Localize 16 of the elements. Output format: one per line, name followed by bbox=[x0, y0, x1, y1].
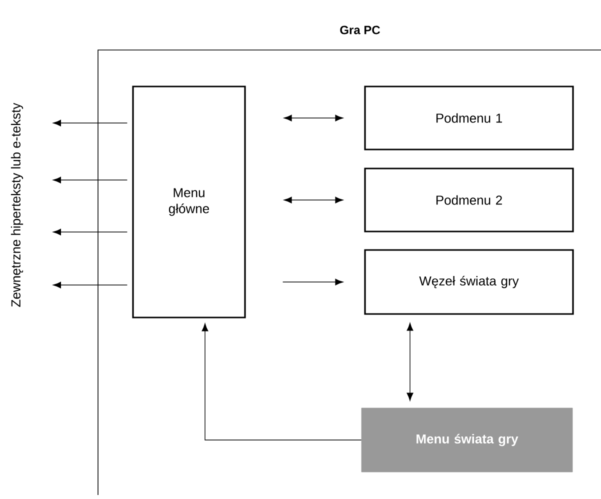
arrow bbox=[53, 228, 128, 236]
menu-box: Menu główne bbox=[132, 86, 246, 318]
arrow bbox=[53, 120, 128, 126]
arrow bbox=[53, 176, 128, 184]
arrow bbox=[202, 323, 362, 440]
menu-box: Węzeł świata gry bbox=[364, 249, 574, 315]
side-label: Zewnętrzne hiperteksty lub e-teksty bbox=[10, 102, 24, 307]
arrow bbox=[282, 278, 344, 286]
menu-box: Podmenu 2 bbox=[364, 168, 574, 232]
arrow bbox=[53, 282, 128, 288]
arrow bbox=[284, 196, 344, 204]
highlighted-box: Menu świata gry bbox=[361, 408, 573, 472]
arrow bbox=[284, 114, 344, 122]
title: Gra PC bbox=[340, 26, 380, 34]
arrow bbox=[406, 322, 414, 401]
menu-box: Podmenu 1 bbox=[364, 86, 574, 150]
